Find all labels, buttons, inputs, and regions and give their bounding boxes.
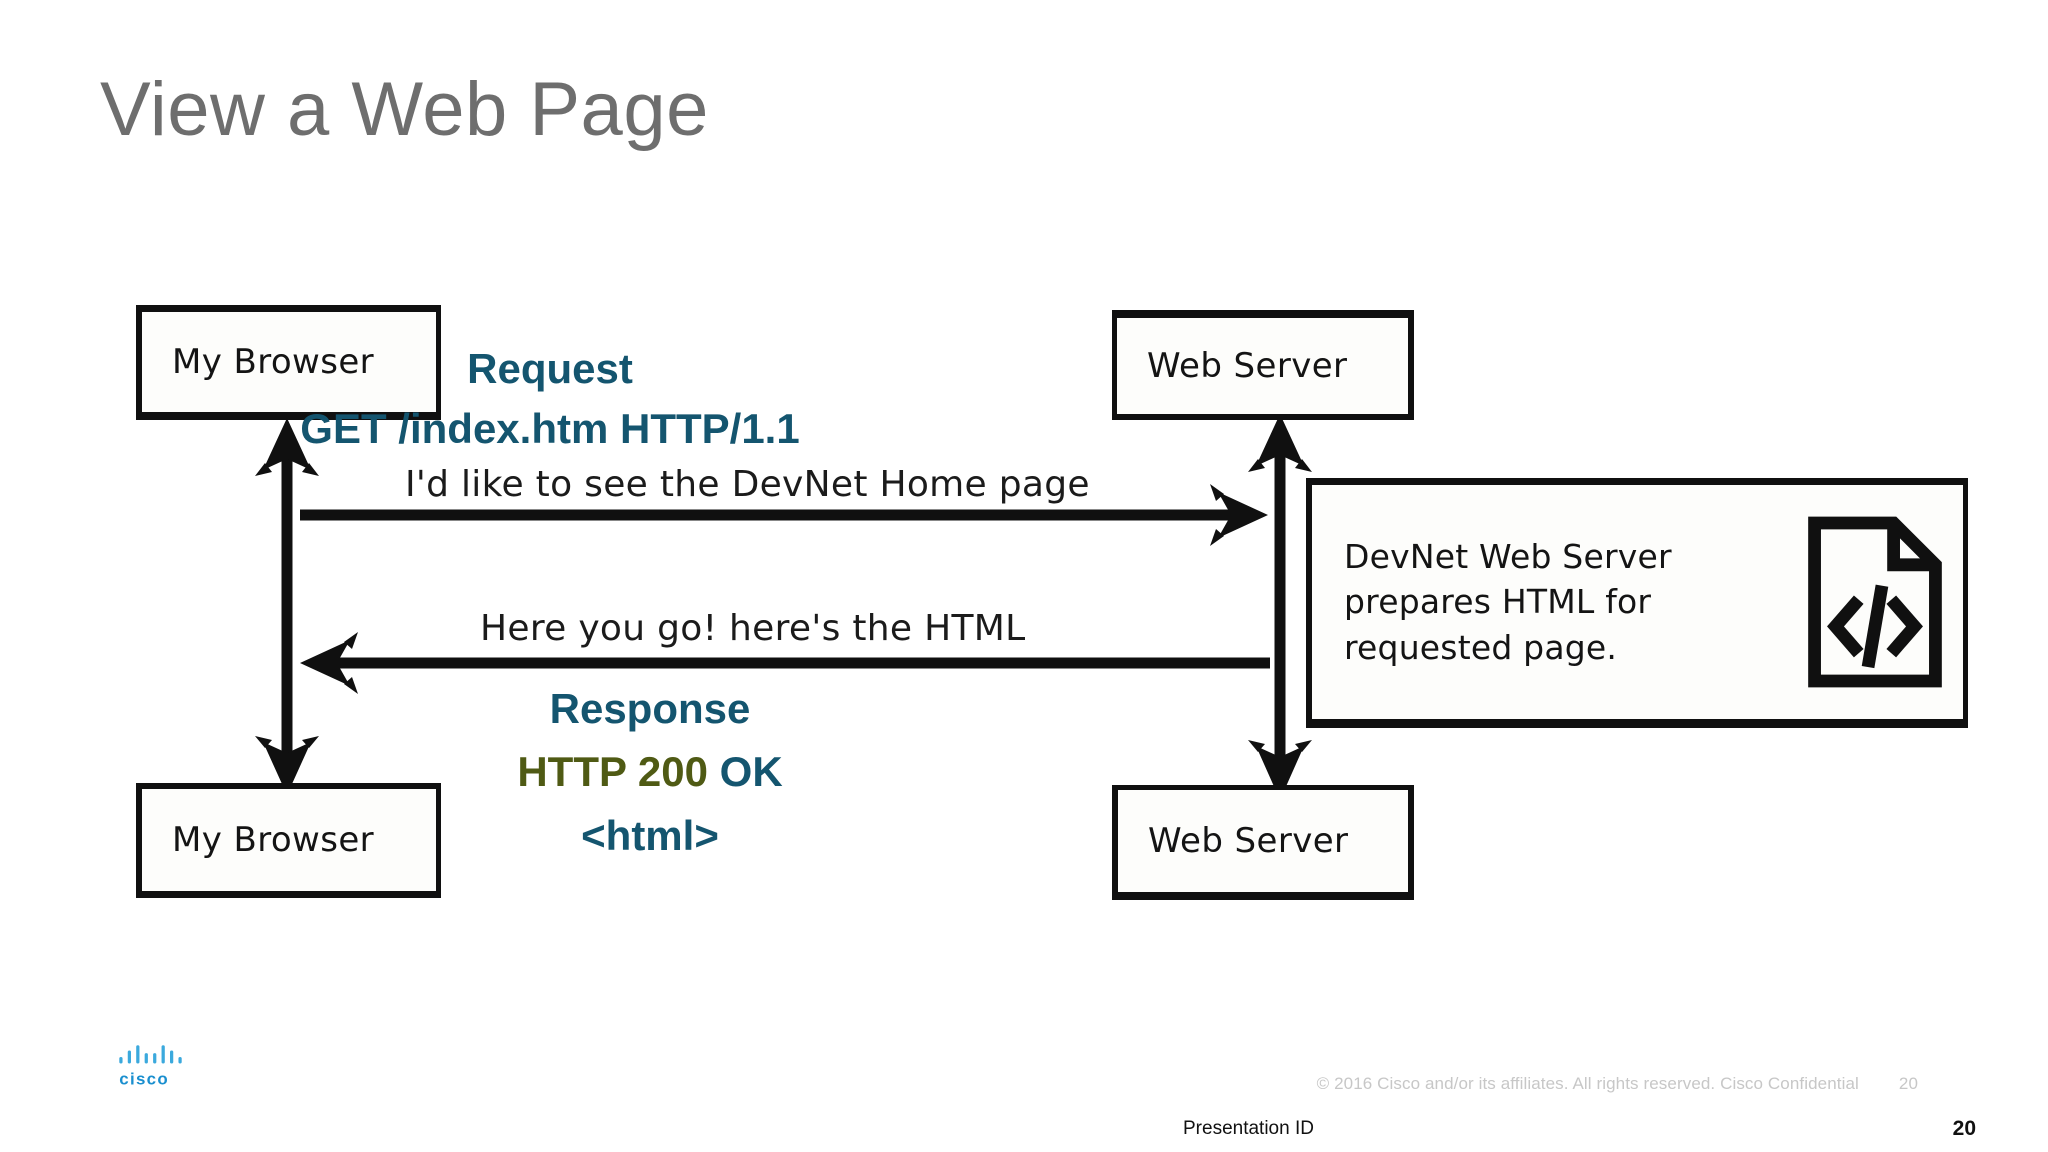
page-title: View a Web Page: [100, 67, 709, 152]
response-status-label: HTTP 200 OK: [100, 748, 1200, 796]
node-my-browser-top: My Browser: [136, 305, 441, 420]
node-label: My Browser: [172, 820, 375, 860]
browser-lifeline-arrow: [255, 418, 319, 795]
footer-copyright-page: 20: [1898, 1074, 1918, 1093]
footer-presentation-id: Presentation ID: [1183, 1118, 1314, 1139]
response-arrow: [300, 632, 1270, 694]
node-label: Web Server: [1147, 346, 1348, 386]
node-web-server-top: Web Server: [1112, 310, 1414, 420]
cisco-wordmark: cisco: [119, 1069, 169, 1088]
footer-page-number: 20: [1952, 1117, 1976, 1140]
request-annotation: I'd like to see the DevNet Home page: [405, 464, 1090, 505]
response-status-ok: OK: [707, 748, 783, 795]
response-status-code: HTTP 200: [517, 748, 708, 795]
response-title-label: Response: [549, 685, 751, 732]
node-my-browser-bottom: My Browser: [136, 783, 441, 898]
node-label: Web Server: [1148, 821, 1349, 861]
request-arrow: [300, 484, 1268, 546]
node-web-server-bottom: Web Server: [1112, 785, 1414, 900]
devnet-line-3: requested page.: [1344, 627, 1618, 667]
request-line-label: GET /index.htm HTTP/1.1: [300, 405, 800, 452]
devnet-line-1: DevNet Web Server: [1344, 536, 1672, 576]
code-file-icon: [1808, 516, 1942, 688]
request-title-label: Request: [467, 345, 633, 392]
footer-copyright-text: © 2016 Cisco and/or its affiliates. All …: [1316, 1074, 1859, 1093]
response-annotation: Here you go! here's the HTML: [480, 608, 1026, 649]
node-label: My Browser: [172, 342, 375, 382]
devnet-callout-box: DevNet Web Server prepares HTML for requ…: [1306, 478, 1968, 728]
server-lifeline-arrow: [1248, 414, 1312, 800]
cisco-logo-bars: [119, 1045, 182, 1064]
devnet-callout-text: DevNet Web Server prepares HTML for requ…: [1344, 534, 1787, 671]
response-body-label: <html>: [581, 812, 719, 859]
footer-copyright-row: © 2016 Cisco and/or its affiliates. All …: [1317, 1074, 1918, 1094]
cisco-logo: cisco: [119, 1045, 182, 1088]
devnet-line-2: prepares HTML for: [1344, 582, 1652, 622]
